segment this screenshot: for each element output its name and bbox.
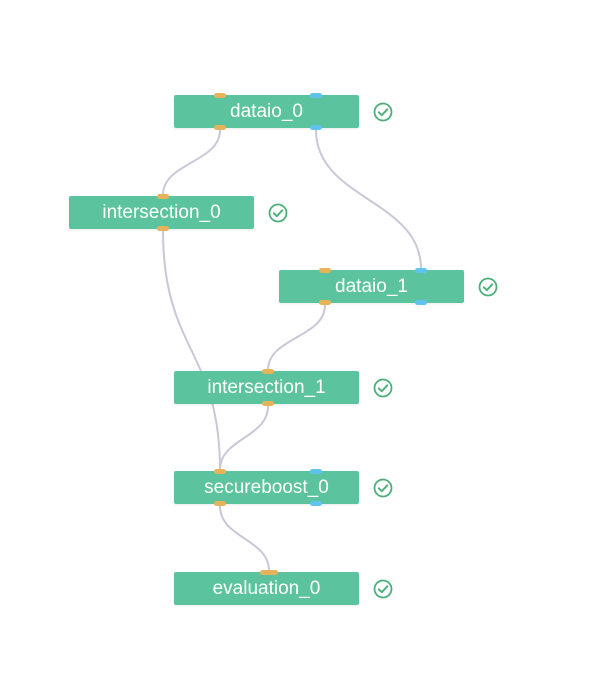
node-intersection-0[interactable]: intersection_0 xyxy=(69,194,254,231)
node-dataio-0[interactable]: dataio_0 xyxy=(174,93,359,130)
data-input-port[interactable] xyxy=(260,570,278,575)
node-evaluation-0[interactable]: evaluation_0 xyxy=(174,570,359,605)
data-input-port[interactable] xyxy=(262,369,274,374)
node-intersection-1[interactable]: intersection_1 xyxy=(174,369,359,406)
model-output-port[interactable] xyxy=(310,501,322,506)
edge-dataio_0-to-intersection_0 xyxy=(162,129,221,196)
data-input-port[interactable] xyxy=(214,469,226,474)
data-input-port[interactable] xyxy=(319,268,331,273)
node-label: intersection_1 xyxy=(207,377,326,398)
check-circle-icon[interactable] xyxy=(373,478,393,498)
data-input-port[interactable] xyxy=(157,194,169,199)
model-output-port[interactable] xyxy=(310,125,322,130)
check-circle-icon[interactable] xyxy=(478,277,498,297)
node-secureboost-0[interactable]: secureboost_0 xyxy=(174,469,359,506)
data-input-port[interactable] xyxy=(214,93,226,98)
check-circle-icon[interactable] xyxy=(373,579,393,599)
node-label: dataio_1 xyxy=(335,276,408,297)
edge-intersection_0-to-secureboost_0 xyxy=(162,230,221,471)
model-input-port[interactable] xyxy=(415,268,427,273)
model-input-port[interactable] xyxy=(310,93,322,98)
data-output-port[interactable] xyxy=(262,401,274,406)
node-label: secureboost_0 xyxy=(204,477,329,498)
data-output-port[interactable] xyxy=(214,501,226,506)
check-circle-icon[interactable] xyxy=(373,102,393,122)
edge-secureboost_0-to-evaluation_0 xyxy=(219,505,270,572)
check-circle-icon[interactable] xyxy=(268,203,288,223)
check-circle-icon[interactable] xyxy=(373,378,393,398)
edge-dataio_1-to-intersection_1 xyxy=(267,304,326,371)
node-dataio-1[interactable]: dataio_1 xyxy=(279,268,464,305)
model-output-port[interactable] xyxy=(415,300,427,305)
node-label: dataio_0 xyxy=(230,101,303,122)
edge-intersection_1-to-secureboost_0 xyxy=(219,405,269,471)
data-output-port[interactable] xyxy=(214,125,226,130)
node-label: evaluation_0 xyxy=(212,578,321,599)
edge-dataio_0-to-dataio_1 xyxy=(315,129,422,270)
data-output-port[interactable] xyxy=(319,300,331,305)
model-input-port[interactable] xyxy=(310,469,322,474)
data-output-port[interactable] xyxy=(157,226,169,231)
node-label: intersection_0 xyxy=(102,202,221,223)
